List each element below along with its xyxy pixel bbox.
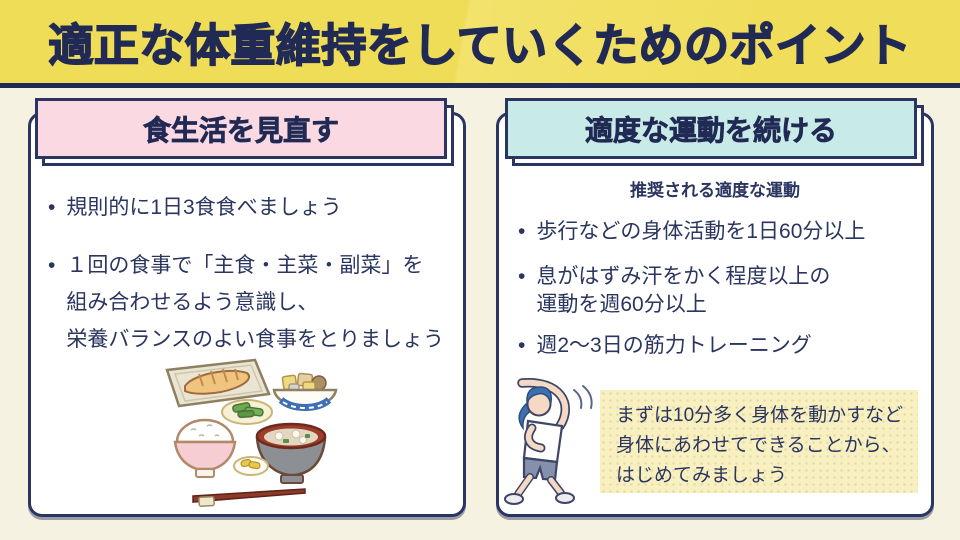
bullet-icon: •	[518, 265, 526, 288]
exercise-bullet-text: 運動を週60分以上	[536, 293, 707, 316]
exercise-bullet-text: 歩行などの身体活動を1日60分以上	[536, 220, 866, 243]
exercise-card-title: 適度な運動を続ける	[584, 114, 838, 146]
rice-bowl-icon	[173, 418, 237, 478]
stretching-person-icon	[504, 378, 575, 505]
bullet-icon: •	[48, 254, 56, 277]
miso-soup-bowl-icon	[255, 422, 327, 484]
exercise-card-header: 適度な運動を続ける	[505, 98, 917, 159]
diet-card-header: 食生活を見直す	[35, 98, 447, 159]
motion-lines-icon	[573, 385, 593, 409]
diet-bullet-list: • 規則的に1日3食食べましょう • １回の食事で「主食・主菜・副菜」を 組み合…	[48, 194, 444, 358]
list-item: • 息がはずみ汗をかく程度以上の 運動を週60分以上	[518, 263, 865, 319]
diet-bullet-text: 組み合わせるよう意識し、	[66, 291, 319, 314]
green-vegetable-dish-icon	[221, 399, 273, 425]
note-text-line: まずは10分多く身体を動かすなど	[616, 405, 904, 426]
exercise-bullet-list: • 歩行などの身体活動を1日60分以上 • 息がはずみ汗をかく程度以上の 運動を…	[518, 218, 865, 360]
grilled-fish-plate-icon	[165, 358, 271, 408]
note-text-line: 身体にあわせてできることから、	[616, 435, 901, 456]
exercise-subtitle: 推奨される適度な運動	[630, 181, 800, 200]
list-item: • 週2〜3日の筋力トレーニング	[518, 332, 865, 360]
yellow-pickles-plate-icon	[233, 456, 269, 476]
page-title: 適正な体重維持をしていくためのポイント	[48, 19, 912, 72]
diet-card	[28, 112, 466, 517]
list-item: • 規則的に1日3食食べましょう	[48, 194, 444, 222]
diet-card-title: 食生活を見直す	[142, 114, 340, 146]
exercise-bullet-text: 息がはずみ汗をかく程度以上の	[536, 265, 831, 288]
diet-bullet-text: 栄養バランスのよい食事をとりましょう	[66, 328, 444, 351]
exercise-bullet-text: 週2〜3日の筋力トレーニング	[536, 334, 812, 357]
chopsticks-icon	[192, 488, 306, 508]
note-text-line: はじめてみましょう	[616, 465, 788, 486]
japanese-meal-illustration	[165, 358, 338, 508]
diet-bullet-text: 規則的に1日3食食べましょう	[66, 196, 342, 219]
exercise-advice-note: まずは10分多く身体を動かすなど 身体にあわせてできることから、 はじめてみまし…	[600, 390, 918, 493]
title-banner: 適正な体重維持をしていくためのポイント	[0, 0, 960, 88]
bullet-icon: •	[518, 220, 526, 243]
list-item: • １回の食事で「主食・主菜・副菜」を 組み合わせるよう意識し、 栄養バランスの…	[48, 247, 444, 358]
stretching-person-illustration	[504, 378, 593, 505]
bullet-icon: •	[518, 334, 526, 357]
simmered-dish-bowl-icon	[272, 372, 338, 411]
bullet-icon: •	[48, 196, 56, 219]
diet-bullet-text: １回の食事で「主食・主菜・副菜」を	[66, 254, 424, 277]
list-item: • 歩行などの身体活動を1日60分以上	[518, 218, 865, 246]
